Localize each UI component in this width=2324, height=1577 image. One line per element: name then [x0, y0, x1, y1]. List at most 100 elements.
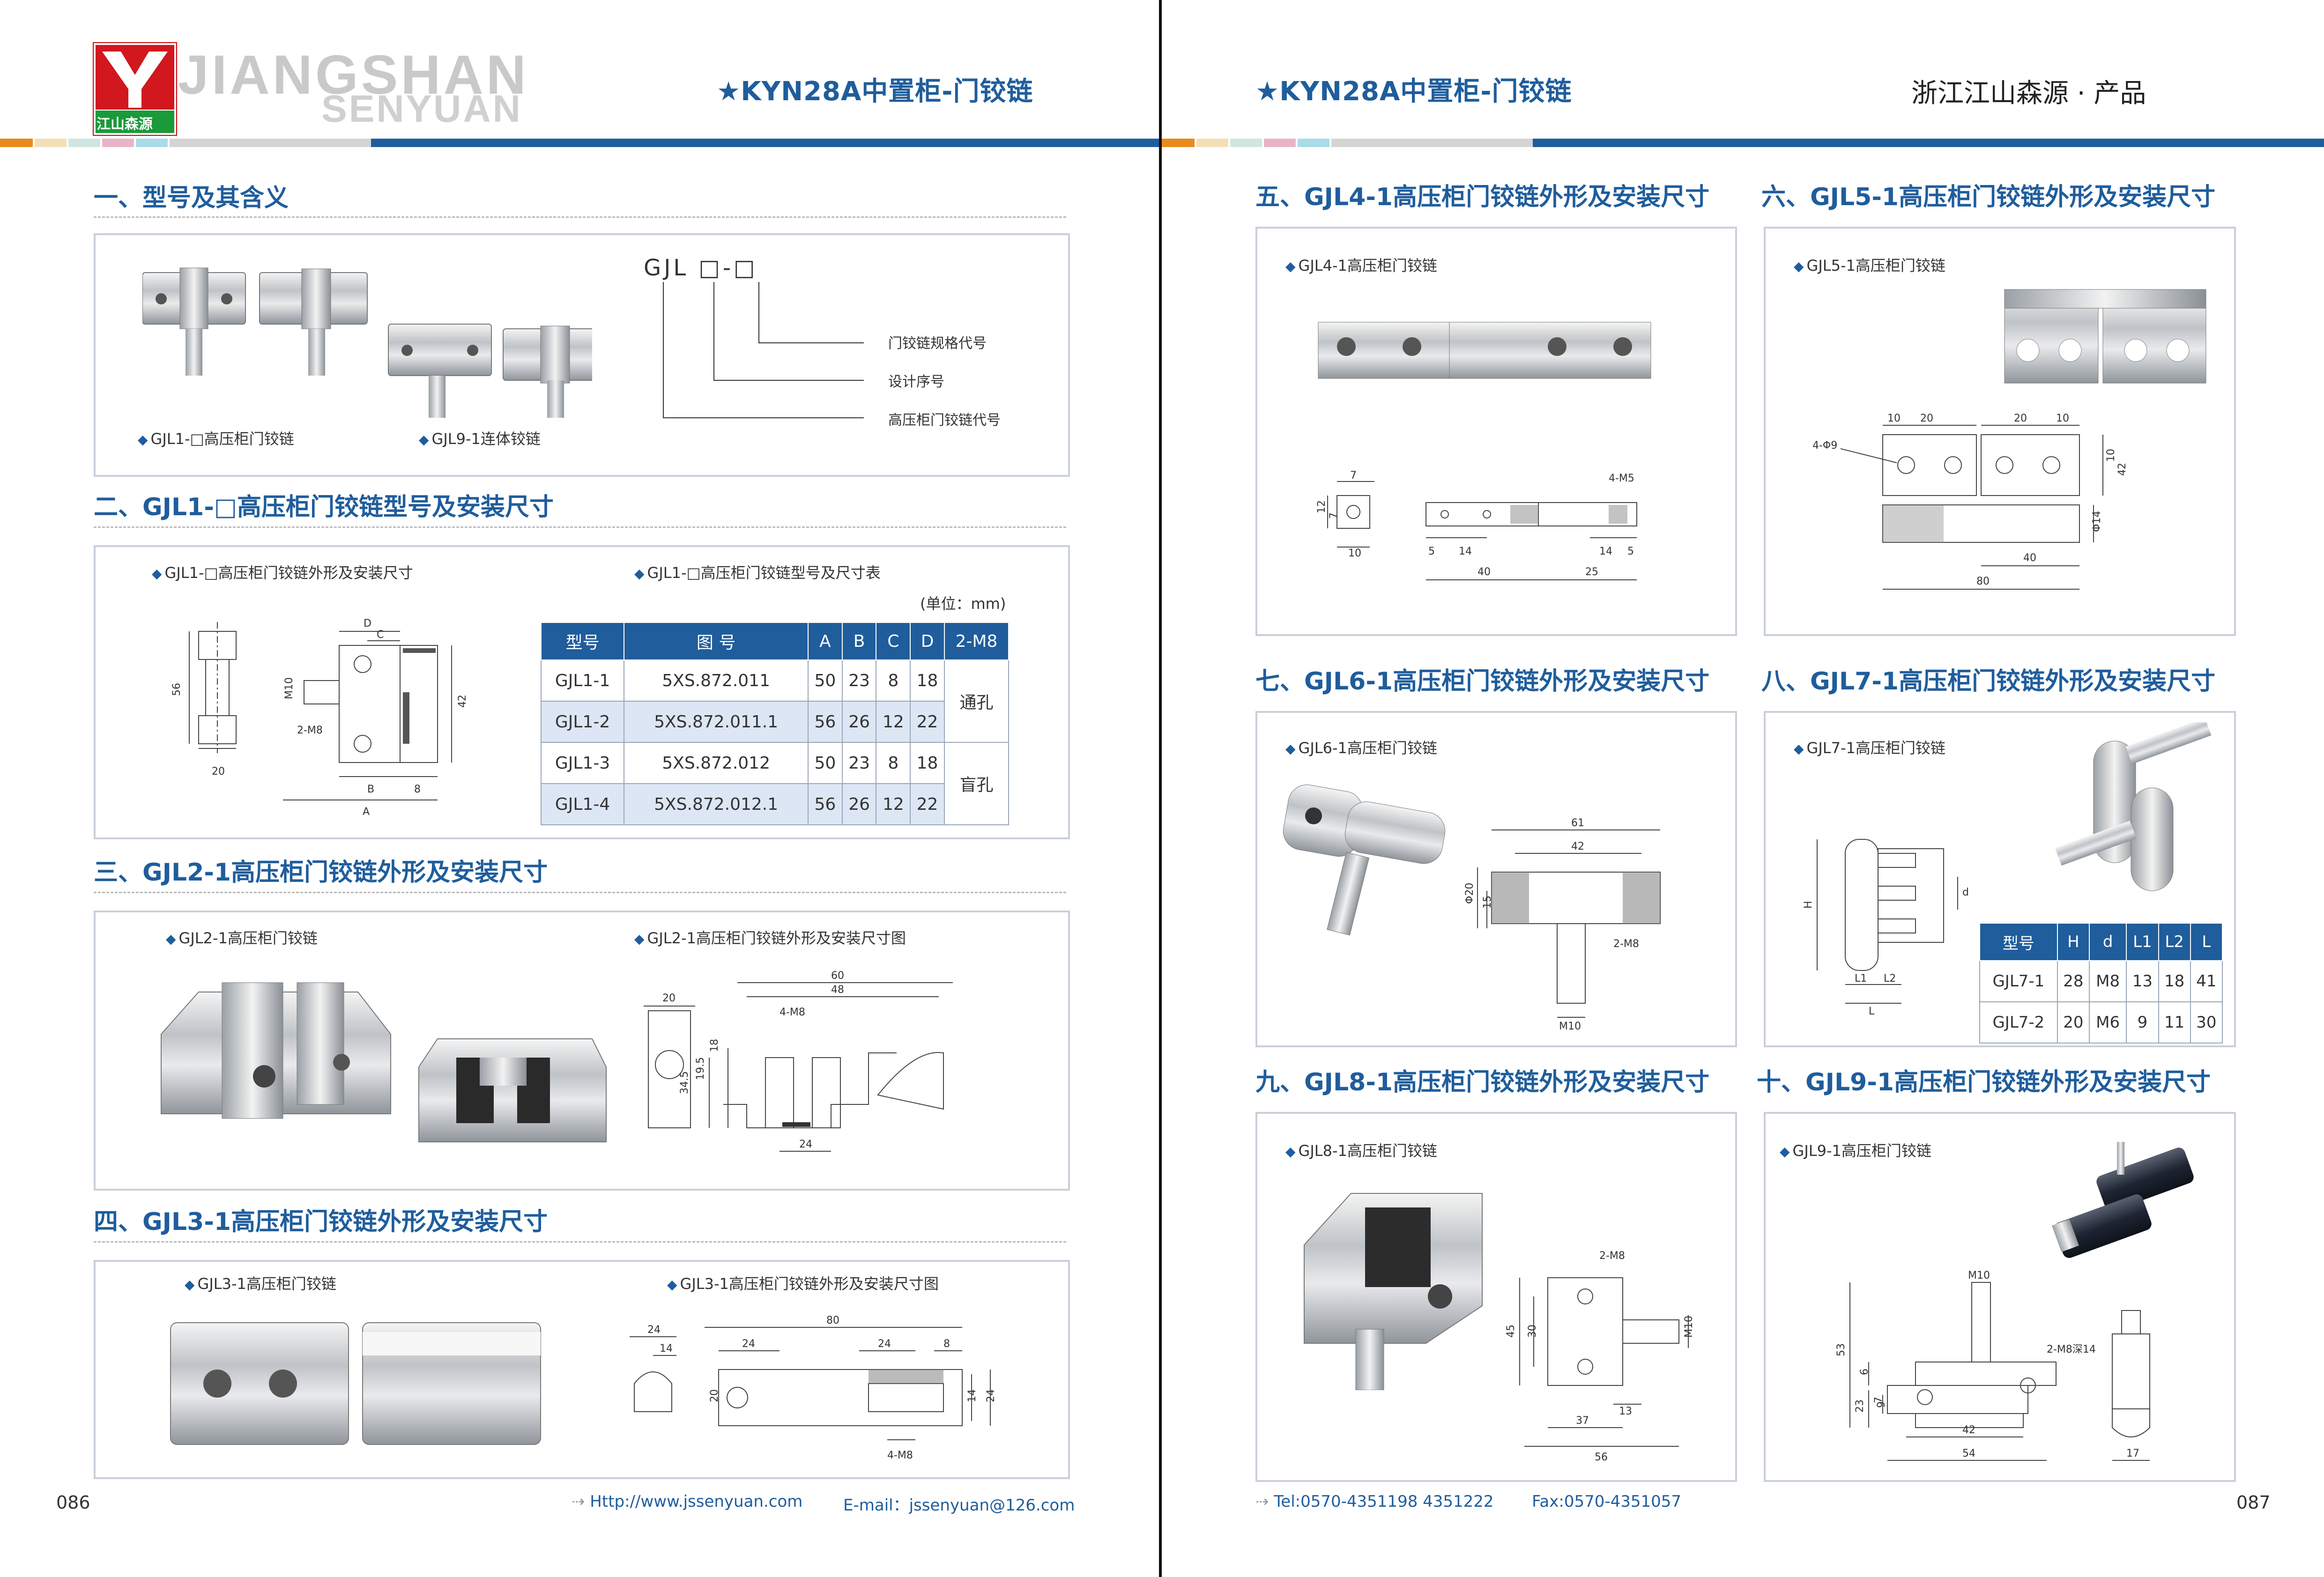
- dim-4-M8: 4-M8: [887, 1450, 913, 1461]
- divider: [94, 1241, 1066, 1243]
- caption-gjl3: ◆GJL3-1高压柜门铰链: [185, 1275, 336, 1293]
- hinge-photo-gjl1: [142, 267, 592, 418]
- dim-10: 10: [1887, 413, 1901, 424]
- dim-20: 20: [709, 1389, 720, 1402]
- section-9-title: 九、GJL8-1高压柜门铰链外形及安装尺寸: [1255, 1068, 1710, 1096]
- section-4-title: 四、GJL3-1高压柜门铰链外形及安装尺寸: [94, 1208, 548, 1236]
- table-cell: 22: [910, 701, 945, 743]
- website-link[interactable]: ⇢ Http://www.jssenyuan.com: [572, 1492, 803, 1511]
- table-cell: 28: [2057, 960, 2090, 1002]
- caption-gjl7: ◆GJL7-1高压柜门铰链: [1794, 739, 1945, 757]
- email-link[interactable]: E-mail：jssenyuan@126.com: [843, 1496, 1075, 1515]
- page-title-right: ★KYN28A中置柜-门铰链: [1255, 76, 1572, 107]
- drawing-gjl3: 24 14 80 24 24 8 20 14 24 4-M8: [630, 1315, 997, 1461]
- dim-7: 7: [1873, 1397, 1885, 1403]
- caption-gjl8: ◆GJL8-1高压柜门铰链: [1285, 1142, 1437, 1160]
- dim-6: 6: [1859, 1369, 1871, 1375]
- dim-15: 15: [1482, 896, 1493, 909]
- dim-24: 24: [647, 1324, 661, 1336]
- drawing-gjl2: 20 60 48 4-M8 18 19.5 34.5 24: [644, 970, 953, 1152]
- dim-34.5: 34.5: [679, 1071, 691, 1094]
- section-2-panel: ◆GJL1-□高压柜门铰链外形及安装尺寸 ◆GJL1-□高压柜门铰链型号及尺寸表…: [94, 545, 1070, 839]
- dim-30: 30: [1527, 1325, 1538, 1338]
- dim-56: 56: [171, 683, 183, 696]
- section-1-panel: ◆GJL1-□高压柜门铰链 ◆GJL9-1连体铰链 GJL □-□ 门铰链规格代…: [94, 233, 1070, 477]
- dim-H: H: [1803, 901, 1814, 909]
- table-cell: 12: [876, 783, 911, 825]
- caption-gjl2-drawing: ◆GJL2-1高压柜门铰链外形及安装尺寸图: [634, 929, 906, 947]
- dim-d: d: [1962, 887, 1969, 898]
- dim-56: 56: [1595, 1451, 1608, 1463]
- dim-25: 25: [1585, 566, 1598, 578]
- stripe-pink: [102, 139, 134, 147]
- table-cell: GJL1-4: [540, 783, 625, 825]
- dim-8: 8: [414, 784, 421, 795]
- hinge-photo-gjl8: [1304, 1193, 1483, 1390]
- dim-53: 53: [1835, 1343, 1847, 1356]
- table-cell: 41: [2190, 960, 2223, 1002]
- section-7-panel: ◆GJL6-1高压柜门铰链 61 42 Φ20 15 2-M8 M10: [1255, 711, 1737, 1047]
- drawing-gjl8: 2-M8 45 30 M10 13 37 56: [1505, 1250, 1695, 1463]
- dim-37: 37: [1576, 1415, 1589, 1427]
- dim-10b: 10: [2056, 413, 2069, 424]
- caption-gjl5: ◆GJL5-1高压柜门铰链: [1794, 257, 1945, 274]
- drawing-gjl9: M10 2-M8深14 53 6 7 23 9 42 54 17: [1835, 1270, 2150, 1461]
- left-page: 江山森源 JIANGSHAN SENYUAN ★KYN28A中置柜-门铰链 一、…: [0, 0, 1160, 1577]
- dim-80: 80: [1976, 576, 1990, 587]
- table-cell: GJL7-1: [1979, 960, 2058, 1002]
- table-header: C: [876, 622, 911, 660]
- page-number-right: 087: [2236, 1492, 2271, 1513]
- table-header: A: [808, 622, 843, 660]
- divider: [94, 526, 1066, 528]
- fax: Fax:0570-4351057: [1532, 1492, 1682, 1511]
- hinge-photo-gjl2: [161, 982, 607, 1142]
- table-cell: 5XS.872.012.1: [624, 783, 809, 825]
- section-4-panel: ◆GJL3-1高压柜门铰链 ◆GJL3-1高压柜门铰链外形及安装尺寸图: [94, 1260, 1070, 1479]
- section-2-title: 二、GJL1-□高压柜门铰链型号及安装尺寸: [94, 493, 554, 521]
- table-header: L2: [2158, 923, 2191, 961]
- drawing-gjl6: 61 42 Φ20 15 2-M8 M10: [1464, 817, 1661, 1031]
- table-cell: 18: [910, 742, 945, 784]
- right-page: ★KYN28A中置柜-门铰链 浙江江山森源 · 产品 五、GJL4-1高压柜门铰…: [1162, 0, 2324, 1577]
- stripe-grey: [1331, 139, 1533, 147]
- dim-24b: 24: [742, 1338, 755, 1350]
- dim-24d: 24: [985, 1389, 997, 1402]
- dim-9: 9: [1876, 1401, 1887, 1408]
- table-header: L1: [2126, 923, 2159, 961]
- drawing-gjl1: D C 56 M10 2-M8 42 20 B 8 A: [171, 618, 468, 818]
- hinge-photo-gjl4: [1318, 322, 1651, 379]
- company-tag: 浙江江山森源 · 产品: [1911, 78, 2146, 109]
- table-cell: 23: [841, 742, 877, 784]
- table-cell: 56: [808, 783, 843, 825]
- dim-14b: 14: [1599, 546, 1612, 557]
- dim-7b: 7: [1328, 512, 1340, 519]
- stripe-cream: [35, 139, 67, 147]
- table-cell: 11: [2158, 1001, 2191, 1044]
- dim-L1: L1: [1855, 973, 1867, 985]
- stripe-grey: [170, 139, 371, 147]
- dim-14: 14: [1459, 546, 1472, 557]
- meaning-hinge-code: 高压柜门铰链代号: [888, 412, 1001, 429]
- table-header: L: [2190, 923, 2223, 961]
- brand-sub: SENYUAN: [321, 88, 522, 130]
- table-header: d: [2088, 923, 2127, 961]
- dim-10: 10: [1348, 548, 1361, 559]
- dim-24: 24: [799, 1139, 812, 1150]
- dim-42: 42: [1962, 1424, 1975, 1436]
- dim-19.5: 19.5: [695, 1057, 706, 1080]
- table-cell: 26: [841, 701, 877, 743]
- dim-45: 45: [1505, 1325, 1517, 1338]
- dim-M10: M10: [1968, 1270, 1990, 1281]
- dim-13: 13: [1619, 1406, 1632, 1417]
- hinge-photo-gjl9: [2051, 1142, 2194, 1258]
- section-5-panel: ◆GJL4-1高压柜门铰链 7 12 7 10 4-: [1255, 227, 1737, 636]
- table-cell: 12: [876, 701, 911, 743]
- table-cell: M8: [2088, 960, 2127, 1002]
- caption-gjl3-drawing: ◆GJL3-1高压柜门铰链外形及安装尺寸图: [667, 1275, 939, 1293]
